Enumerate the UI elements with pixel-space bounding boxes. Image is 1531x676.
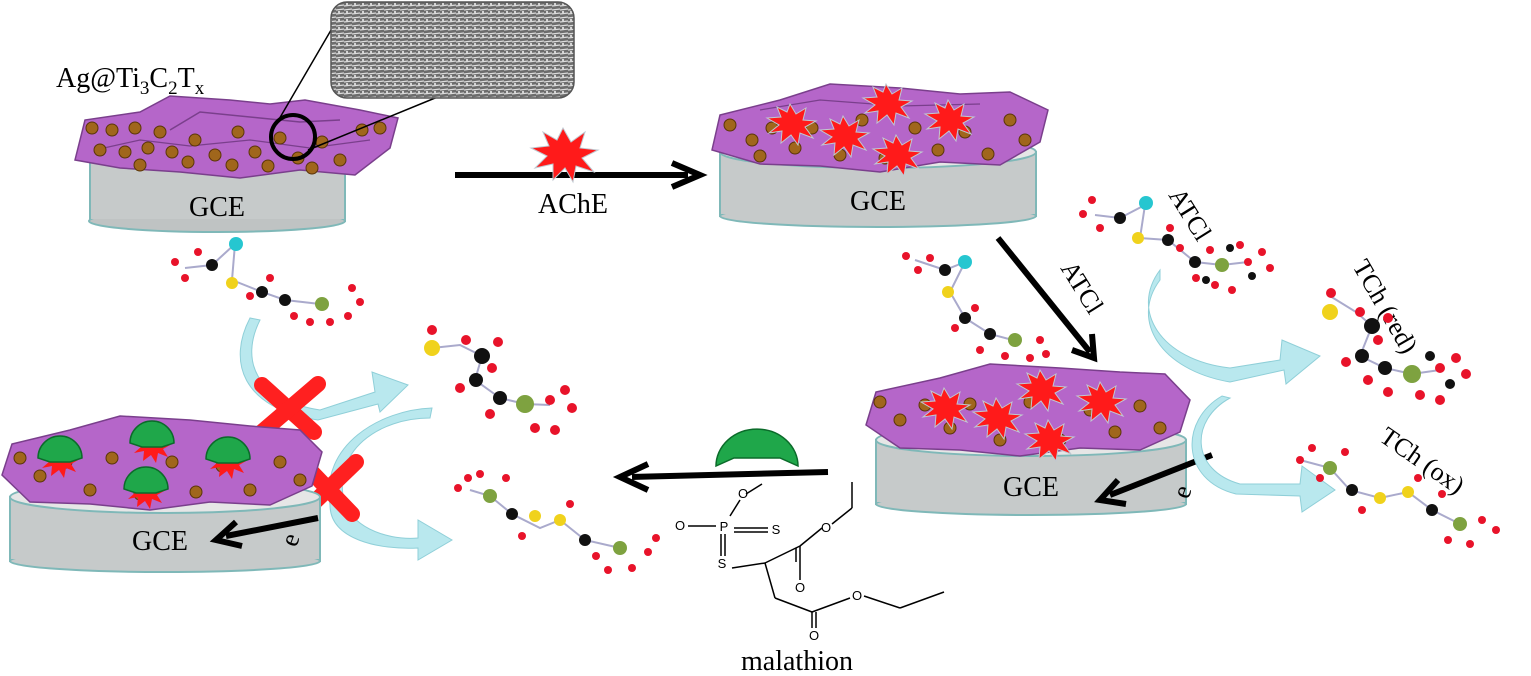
tch-red-label: TCh (red) xyxy=(1347,255,1424,359)
svg-text:S: S xyxy=(718,556,727,571)
panel-reaction-electrode: GCE xyxy=(865,363,1191,516)
atcl-molecule-mid xyxy=(902,252,1050,362)
tch-red-molecule-left xyxy=(424,325,577,435)
inhibitor-cap-icon xyxy=(123,466,169,509)
tch-ox-label: TCh (ox) xyxy=(1375,421,1470,500)
ache-label: AChE xyxy=(538,189,608,220)
tch-ox-molecule-left xyxy=(454,470,660,574)
step-arrow-inhibition xyxy=(612,428,829,493)
enzyme-star-icon xyxy=(765,82,976,178)
gce-label-2: GCE xyxy=(850,186,906,217)
block-cross-icon xyxy=(254,376,326,440)
atcl-molecule-top xyxy=(1079,196,1274,294)
malathion-atoms: O O P S S O O O O xyxy=(675,486,862,643)
enzyme-star-icon xyxy=(529,126,600,184)
ag-nanoparticles-1 xyxy=(85,121,387,175)
malathion-structure xyxy=(688,482,945,628)
composite-label: Ag@Ti3C2Tx xyxy=(56,63,205,99)
inhibitor-cap-icon xyxy=(205,436,251,479)
magnifier-circle xyxy=(269,113,317,161)
svg-text:O: O xyxy=(738,486,748,501)
panel-ache-electrode: GCE xyxy=(711,82,1049,228)
svg-text:P: P xyxy=(720,519,729,534)
flow-arrows-right xyxy=(1148,268,1336,513)
inhibitor-cap-icon xyxy=(715,428,799,468)
step-arrow-ache: AChE xyxy=(455,126,708,220)
atcl-step-label: ATCl xyxy=(1055,256,1109,319)
inset-pointer-line xyxy=(277,24,335,122)
sem-inset-image xyxy=(330,1,575,99)
svg-text:O: O xyxy=(809,628,819,643)
panel-inhibited-electrode: GCE xyxy=(1,415,323,573)
tch-red-molecule xyxy=(1322,288,1471,405)
enzyme-star-icon xyxy=(919,368,1128,463)
inhibitor-cap-icon xyxy=(129,420,175,463)
inset-pointer-line xyxy=(307,95,441,151)
svg-text:O: O xyxy=(795,580,805,595)
panel-modified-electrode: GCE Ag@Ti3C2Tx xyxy=(56,1,575,233)
svg-text:O: O xyxy=(821,520,831,535)
gce-label-1: GCE xyxy=(189,192,245,223)
gce-label-3: GCE xyxy=(1003,472,1059,503)
malathion-label: malathion xyxy=(741,646,853,676)
svg-text:S: S xyxy=(772,522,781,537)
svg-text:O: O xyxy=(675,518,685,533)
svg-text:O: O xyxy=(852,588,862,603)
atcl-molecule-left xyxy=(171,237,364,326)
inhibitor-cap-icon xyxy=(37,435,83,478)
gce-label-4: GCE xyxy=(132,526,188,557)
tch-ox-molecule xyxy=(1296,444,1500,548)
